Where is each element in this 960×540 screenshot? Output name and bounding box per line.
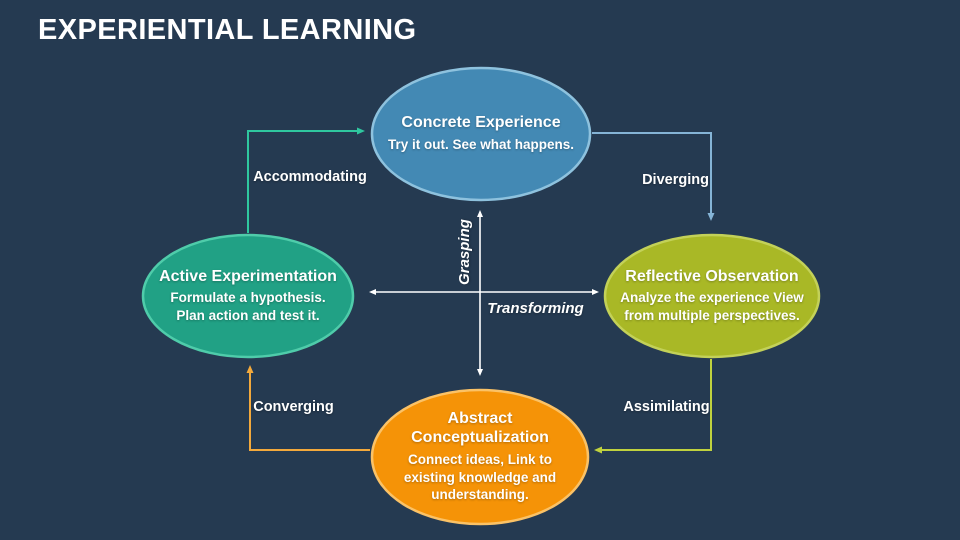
connector-assimilating-line: [594, 359, 712, 454]
page-title: EXPERIENTIAL LEARNING: [38, 14, 417, 46]
node-abstract-conceptualization-ellipse: [370, 388, 590, 526]
label-diverging: Diverging: [642, 172, 709, 188]
connector-diverging-line: [592, 132, 715, 221]
axis-label-grasping: Grasping: [456, 219, 473, 285]
label-converging: Converging: [253, 399, 334, 415]
node-reflective-observation-ellipse: [603, 233, 821, 359]
node-active-experimentation-ellipse: [141, 233, 355, 359]
label-accommodating: Accommodating: [253, 169, 367, 185]
connector-converging-line: [246, 365, 370, 451]
label-assimilating: Assimilating: [623, 399, 710, 415]
node-concrete-experience-ellipse: [370, 66, 592, 202]
axis-label-transforming: Transforming: [487, 300, 584, 317]
connector-accommodating-line: [247, 127, 365, 233]
